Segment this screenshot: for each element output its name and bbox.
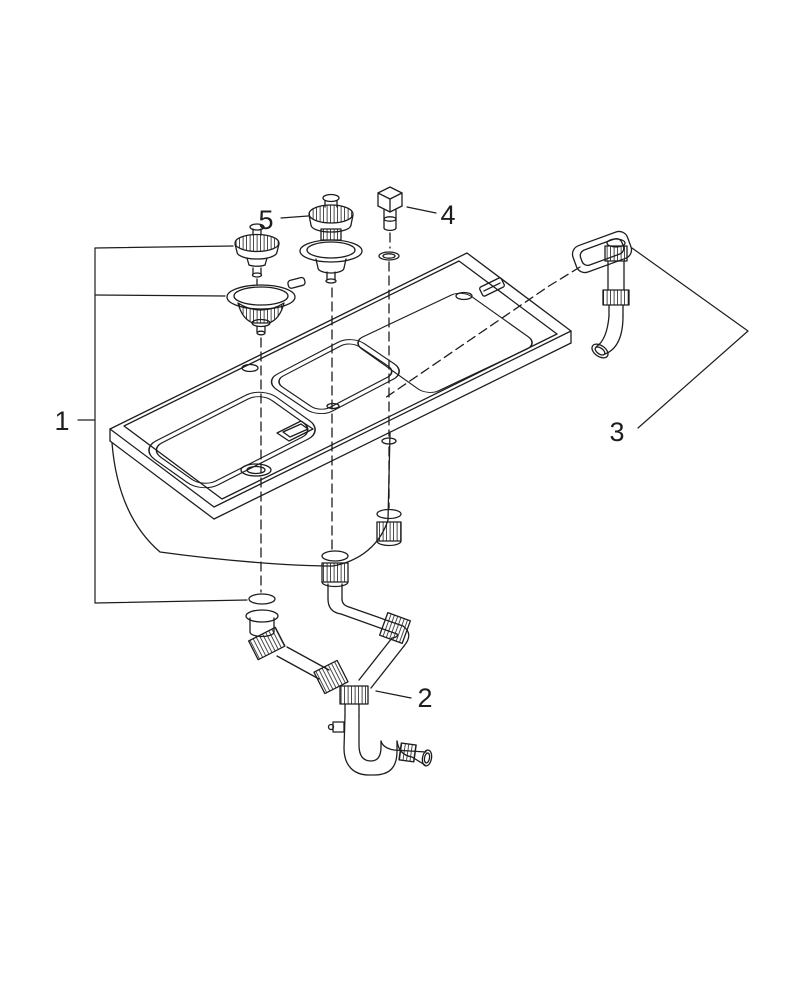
- strainer-waste: [299, 193, 363, 284]
- part-label-5: 5: [258, 205, 273, 235]
- large-bowl: [148, 391, 316, 489]
- small-bowl-drain-hole: [326, 402, 340, 410]
- callout-4: 4: [406, 200, 456, 230]
- small-bowl: [270, 339, 400, 415]
- large-bowl-drain-hole: [240, 463, 272, 477]
- basket-strainer: [226, 276, 306, 336]
- bowl-outlet-fitting: [376, 508, 402, 547]
- part-label-4: 4: [440, 200, 455, 230]
- part-label-2: 2: [417, 683, 432, 713]
- waste-control: [276, 420, 314, 442]
- accessory-hole: [455, 291, 473, 301]
- callout-2: 2: [375, 683, 433, 713]
- sink-basin: [109, 252, 572, 567]
- drain-trap-assembly: [245, 550, 433, 776]
- tap-hole: [241, 363, 259, 373]
- center-lines: [256, 232, 581, 593]
- bowl-outlet-seal: [248, 593, 276, 605]
- callout-1: 1: [54, 245, 248, 604]
- trap-clamp: [332, 721, 345, 733]
- callout-5: 5: [258, 205, 309, 235]
- overflow-hose: [591, 238, 630, 359]
- remote-waste-hole: [381, 437, 397, 445]
- drainer-surface: [357, 292, 533, 393]
- part-label-1: 1: [54, 406, 69, 436]
- sink-underbody: [111, 432, 391, 567]
- strainer-cap: [234, 223, 280, 278]
- plug-seal-ring: [378, 251, 400, 261]
- brand-badge: [479, 277, 505, 297]
- overflow-assembly: [571, 230, 633, 359]
- callout-3: 3: [609, 247, 749, 447]
- part-label-3: 3: [609, 417, 624, 447]
- stopper-plug: [377, 186, 403, 261]
- basket-handle: [287, 276, 306, 289]
